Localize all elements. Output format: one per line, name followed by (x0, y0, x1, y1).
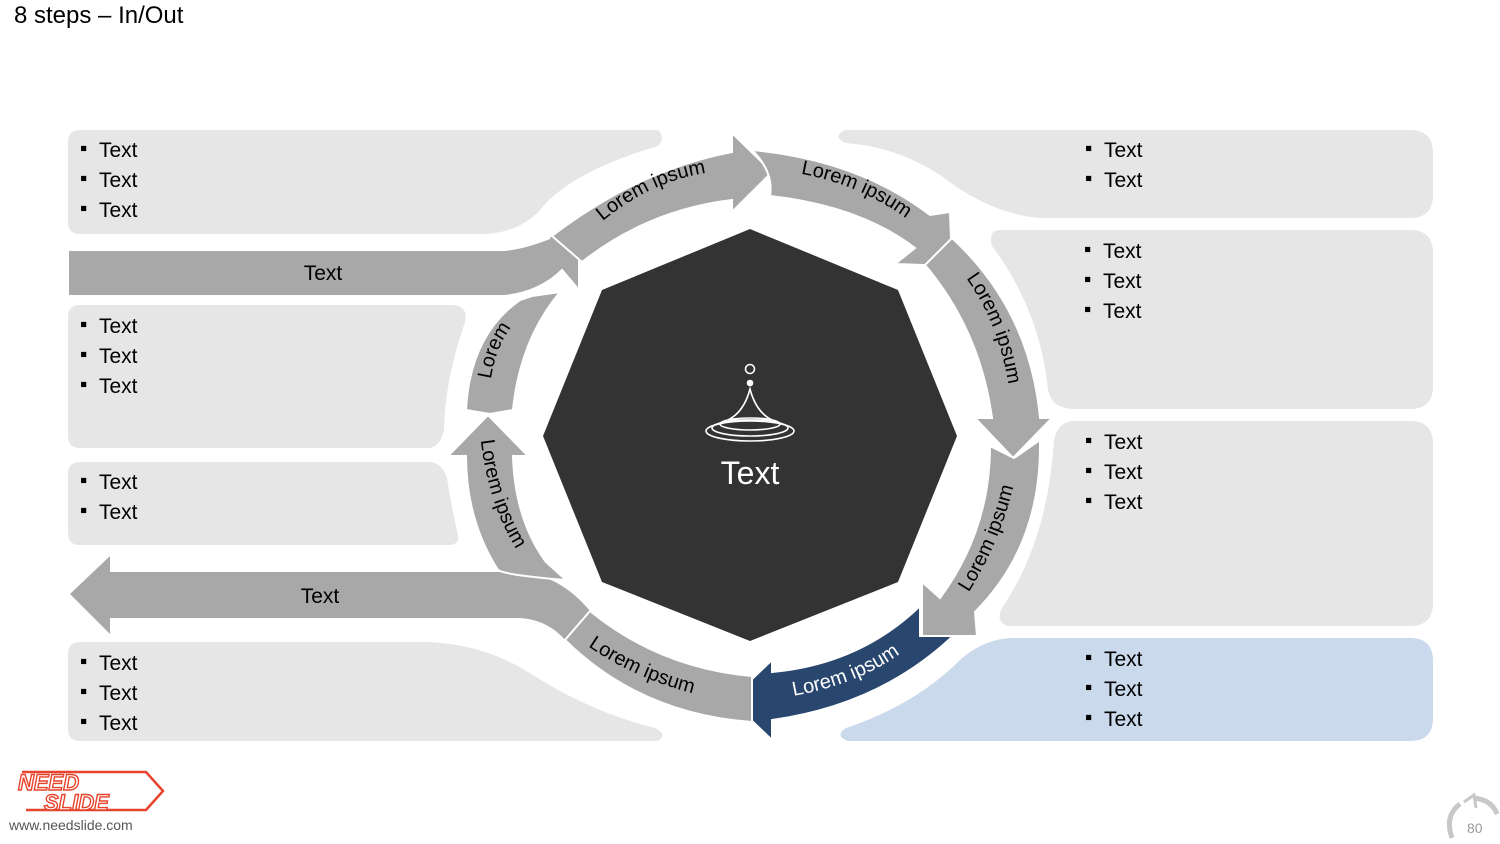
right-panel-3-list: ▪ Text ▪ Text ▪ Text (1085, 429, 1148, 514)
right-panel-2-shape (991, 230, 1433, 409)
cycle-step-8: Lorem (464, 290, 563, 416)
right-panel-4-item: Text (1104, 708, 1143, 731)
left-panel-2-list: ▪ Text ▪ Text ▪ Text (80, 313, 143, 398)
left-panel-4-list: ▪ Text ▪ Text ▪ Text (80, 650, 143, 735)
right-panel-4-item: Text (1104, 648, 1143, 671)
left-panel-4-item: Text (99, 712, 138, 735)
left-panel-2: ▪ Text ▪ Text ▪ Text (68, 305, 466, 448)
left-panel-1-item: Text (99, 169, 138, 192)
bullet-icon: ▪ (80, 137, 87, 160)
left-panel-1-shape (68, 130, 662, 234)
right-panel-2-list: ▪ Text ▪ Text ▪ Text (1084, 238, 1147, 323)
left-panel-4-item: Text (99, 682, 138, 705)
left-panel-1-item: Text (99, 139, 138, 162)
right-panel-3-item: Text (1104, 461, 1143, 484)
output-band-shape (70, 556, 590, 640)
right-panel-2-item: Text (1103, 270, 1142, 293)
left-panel-3: ▪ Text ▪ Text (68, 462, 459, 545)
left-panel-4-item: Text (99, 652, 138, 675)
bullet-icon: ▪ (1085, 137, 1092, 160)
cycle-step-4-shape (921, 438, 1042, 637)
output-band-label: Text (301, 585, 340, 608)
left-panel-3-shape (68, 462, 459, 545)
center-octagon-shape (543, 229, 957, 641)
right-panel-1-item: Text (1104, 169, 1143, 192)
right-panel-3: ▪ Text ▪ Text ▪ Text (999, 421, 1433, 626)
bullet-icon: ▪ (80, 197, 87, 220)
left-panel-3-item: Text (99, 471, 138, 494)
left-panel-1-list: ▪ Text ▪ Text ▪ Text (80, 137, 143, 222)
cycle-step-5-shape (728, 603, 956, 743)
output-band-arrow: Text (70, 556, 590, 640)
input-band-label: Text (304, 262, 343, 285)
bullet-icon: ▪ (1084, 298, 1091, 321)
right-panel-4-shape (840, 638, 1433, 741)
right-panel-3-item: Text (1104, 491, 1143, 514)
water-drop-icon (705, 363, 795, 442)
cycle-step-8-shape (464, 290, 563, 416)
left-panel-4: ▪ Text ▪ Text ▪ Text (68, 642, 663, 741)
bullet-icon: ▪ (80, 499, 87, 522)
input-band-shape (67, 235, 580, 297)
cycle-step-7-shape (445, 413, 569, 582)
slide-title: 8 steps – In/Out (14, 2, 184, 29)
logo-text-top: NEED (18, 770, 79, 795)
left-panel-3-item: Text (99, 501, 138, 524)
bullet-icon: ▪ (80, 373, 87, 396)
right-panel-4-list: ▪ Text ▪ Text ▪ Text (1085, 646, 1148, 731)
left-panel-3-list: ▪ Text ▪ Text (80, 469, 143, 524)
bullet-icon: ▪ (1085, 429, 1092, 452)
cycle-step-2-shape (749, 148, 954, 268)
bullet-icon: ▪ (1084, 268, 1091, 291)
center-label: Text (721, 455, 780, 491)
center-octagon: Text (543, 229, 957, 641)
bullet-icon: ▪ (80, 710, 87, 733)
right-panel-1-shape (838, 130, 1433, 218)
right-panel-2: ▪ Text ▪ Text ▪ Text (991, 230, 1433, 409)
left-panel-2-shape (68, 305, 466, 448)
logo-arrow-outline (22, 770, 165, 812)
bullet-icon: ▪ (80, 343, 87, 366)
right-panel-1: ▪ Text ▪ Text (838, 130, 1433, 218)
recycle-badge-icon (1446, 792, 1500, 839)
cycle-step-1-shape (550, 130, 774, 264)
bullet-icon: ▪ (80, 313, 87, 336)
left-panel-2-item: Text (99, 345, 138, 368)
bullet-icon: ▪ (1085, 167, 1092, 190)
bullet-icon: ▪ (80, 680, 87, 703)
bullet-icon: ▪ (1085, 706, 1092, 729)
bullet-icon: ▪ (1085, 459, 1092, 482)
bullet-icon: ▪ (1085, 676, 1092, 699)
input-band-arrow: Text (67, 235, 580, 297)
bullet-icon: ▪ (1085, 646, 1092, 669)
right-panel-3-item: Text (1104, 431, 1143, 454)
cycle-step-3-shape (923, 236, 1055, 460)
right-panel-3-shape (999, 421, 1433, 626)
right-panel-4-item: Text (1104, 678, 1143, 701)
needslide-logo: NEED SLIDE (17, 769, 165, 816)
right-panel-4: ▪ Text ▪ Text ▪ Text (840, 638, 1433, 741)
cycle-step-6-shape (563, 609, 753, 724)
left-panel-4-shape (68, 642, 663, 741)
footer-url: www.needslide.com (9, 817, 133, 833)
bullet-icon: ▪ (1084, 238, 1091, 261)
right-panel-1-item: Text (1104, 139, 1143, 162)
page-number: 80 (1467, 820, 1483, 836)
left-panel-2-item: Text (99, 375, 138, 398)
right-panel-2-item: Text (1103, 240, 1142, 263)
right-panel-1-list: ▪ Text ▪ Text (1085, 137, 1148, 192)
left-panel-1-item: Text (99, 199, 138, 222)
left-panel-1: ▪ Text ▪ Text ▪ Text (68, 130, 662, 234)
right-panel-2-item: Text (1103, 300, 1142, 323)
bullet-icon: ▪ (80, 167, 87, 190)
bullet-icon: ▪ (80, 469, 87, 492)
left-panel-2-item: Text (99, 315, 138, 338)
logo-text-bottom: SLIDE (44, 790, 110, 815)
bullet-icon: ▪ (1085, 489, 1092, 512)
bullet-icon: ▪ (80, 650, 87, 673)
